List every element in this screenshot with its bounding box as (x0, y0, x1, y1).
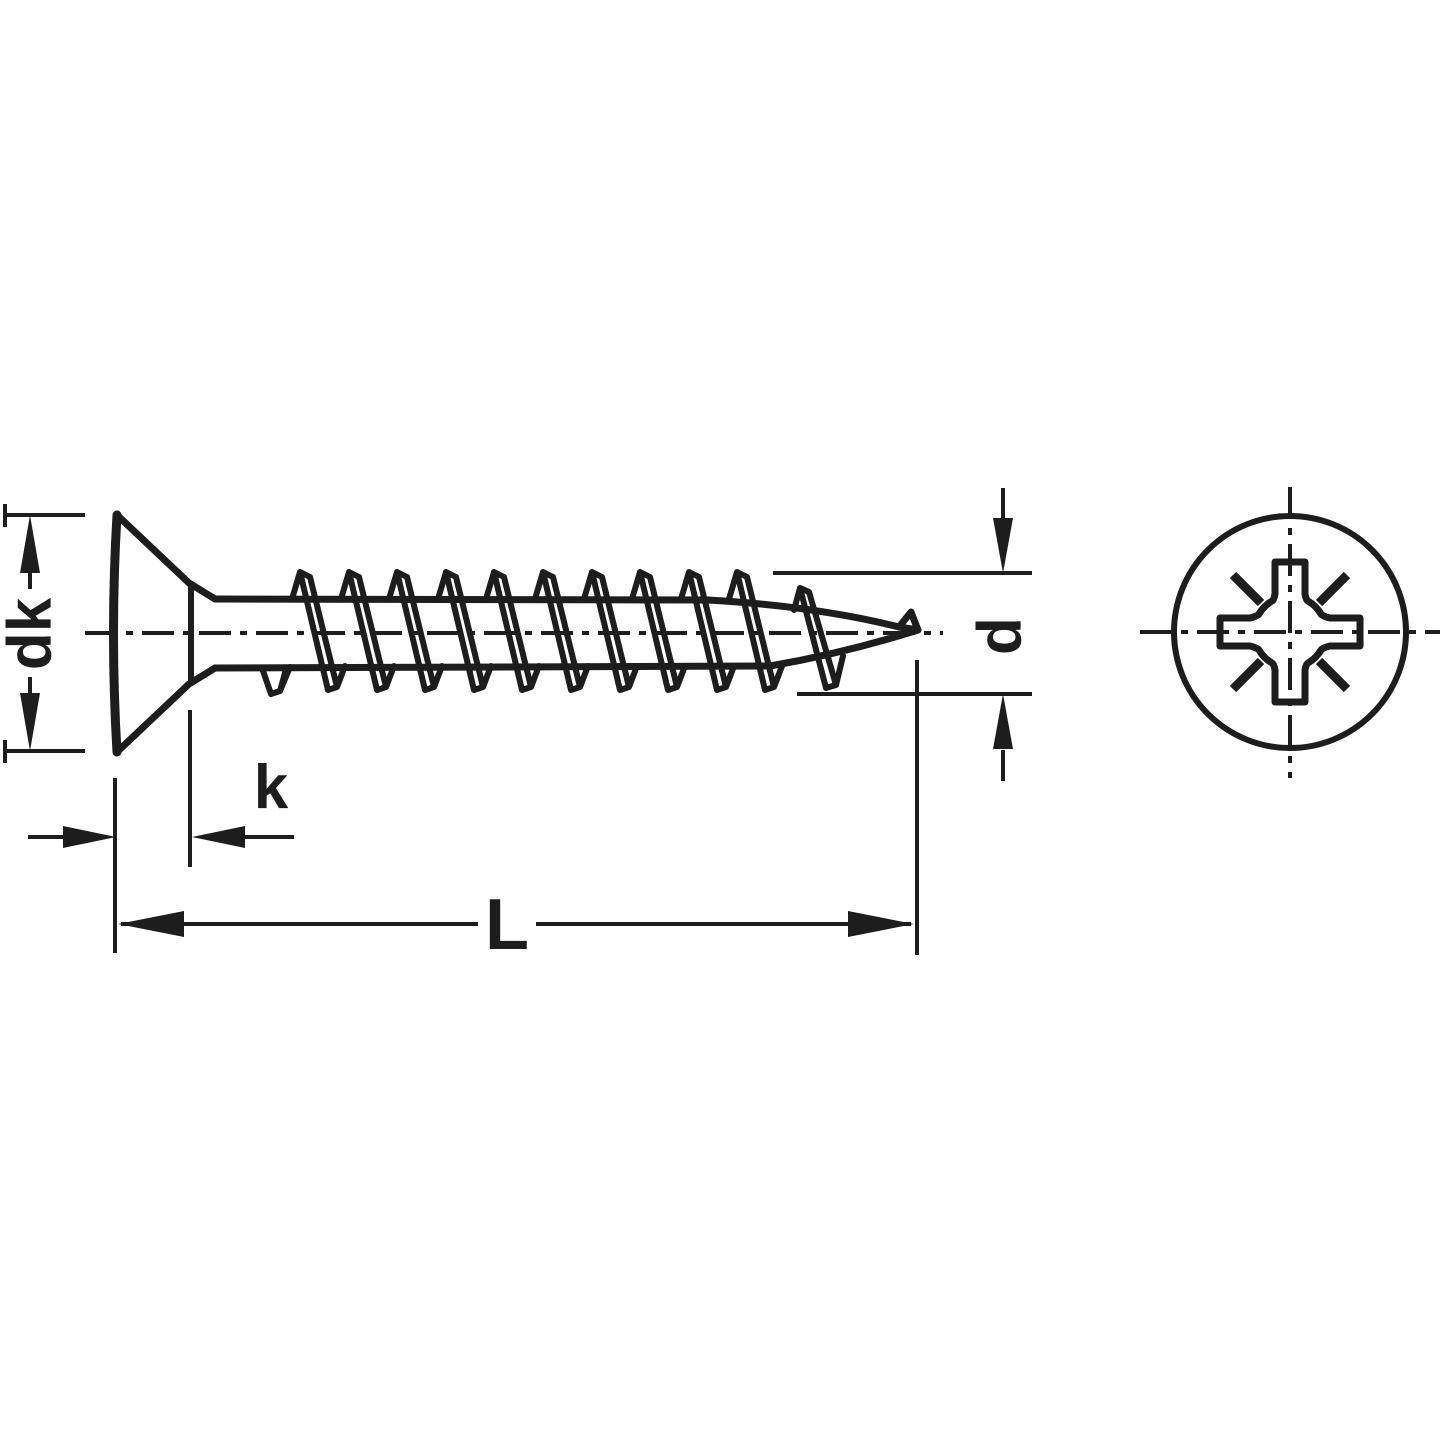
L-extension-lines (113, 660, 919, 955)
screw-head-face (109, 510, 122, 757)
thread-blade (338, 569, 397, 693)
thread-blade (678, 569, 737, 693)
thread-blades (259, 569, 846, 697)
dk-label: dk (0, 597, 65, 670)
dk-extension-lines (3, 504, 85, 763)
thread-blade (581, 569, 640, 693)
screw-tip-facet (895, 608, 922, 634)
thread-blade (386, 569, 445, 693)
head-outline-circle (1171, 513, 1409, 751)
thread-tip-blade (791, 585, 846, 691)
d-extension-lines (773, 571, 1032, 696)
screw-taper-bottom-edge (766, 626, 922, 670)
screw-side-view (85, 510, 943, 757)
thread-blade (289, 569, 348, 693)
L-left-arrowhead (118, 911, 184, 937)
dk-arrowhead-up (20, 515, 40, 573)
screw-taper-top-edge (704, 596, 903, 631)
k-right-arrowhead (192, 826, 245, 848)
L-label: L (485, 885, 529, 965)
screw-head-bottom-cone (113, 664, 219, 756)
thread-blade (532, 569, 591, 693)
k-label: k (254, 753, 289, 822)
screw-head-front-view (1140, 487, 1440, 778)
dimension-L: L (113, 660, 919, 965)
d-bottom-arrowhead (993, 694, 1013, 749)
thread-blade (435, 569, 494, 693)
dimension-k: k (28, 710, 294, 867)
dimension-d: d (773, 488, 1035, 781)
thread-blade (726, 569, 785, 693)
L-right-arrowhead (848, 911, 914, 937)
thread-first-bottom-tooth (259, 664, 293, 697)
screw-head-top-cone (113, 511, 219, 603)
pozidriv-recess (1216, 558, 1364, 706)
k-left-arrowhead (63, 826, 116, 848)
dimension-dk: dk (0, 504, 85, 763)
d-label: d (966, 617, 1035, 655)
d-top-arrowhead (993, 518, 1013, 573)
pozidriv-diagonal-ticks (1229, 571, 1351, 693)
dk-arrowhead-down (20, 693, 40, 751)
thread-blade (483, 569, 542, 693)
thread-blade (629, 569, 688, 693)
